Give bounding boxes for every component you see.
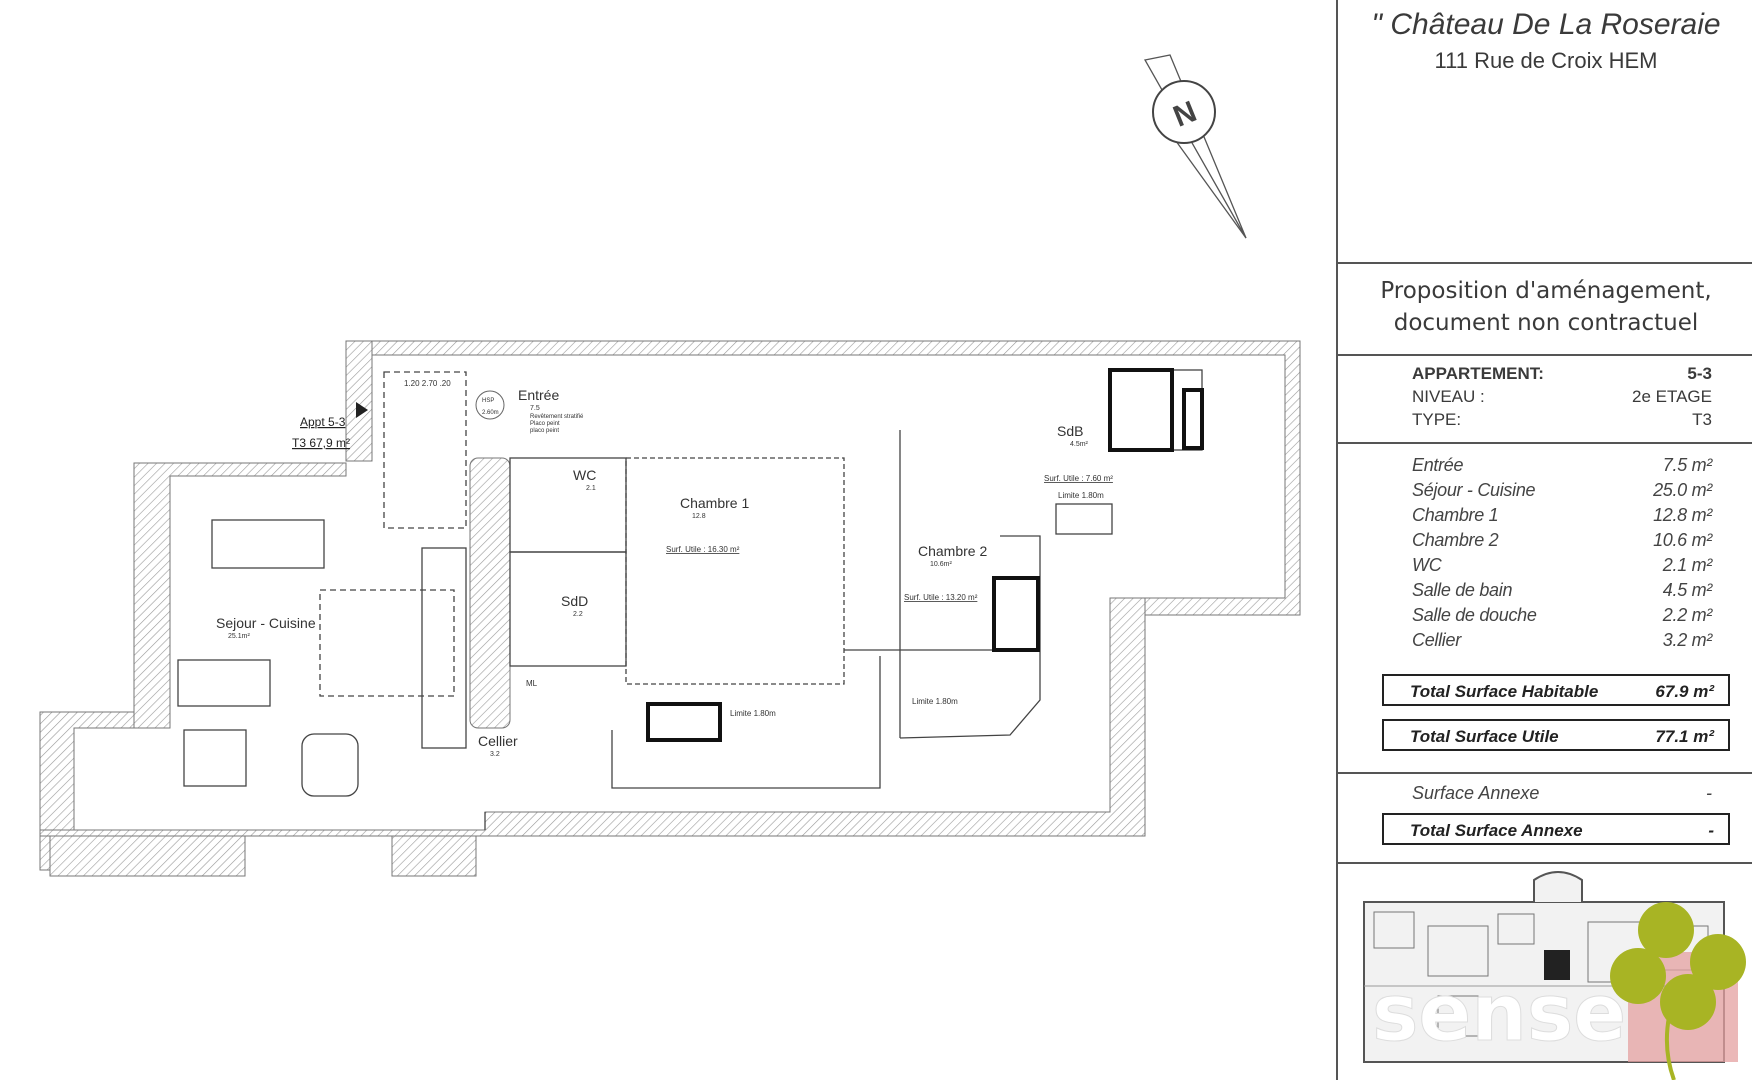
room-row: Salle de bain 4.5 m² <box>1412 580 1712 604</box>
room-area-cellier: 3.2 <box>490 751 500 758</box>
total-utile-box: Total Surface Utile 77.1 m² <box>1382 719 1730 751</box>
room-label-sejour: Sejour - Cuisine <box>216 615 316 631</box>
niveau-value: 2e ETAGE <box>1632 387 1712 406</box>
room-note: placo peint <box>530 428 559 434</box>
clover-logo-icon <box>1610 902 1746 1080</box>
floor-plan: N Entrée <box>39 54 1301 877</box>
room-area-chambre-1: 12.8 <box>692 513 706 520</box>
room-label-chambre-2: Chambre 2 <box>918 543 987 559</box>
north-arrow-icon: N <box>1143 54 1247 239</box>
hsp-label: HSP <box>482 398 494 404</box>
type-row: TYPE: T3 <box>1412 410 1712 432</box>
surface-annexe-label: Surface Annexe <box>1412 783 1540 803</box>
proposition-line-2: document non contractuel <box>1393 310 1699 336</box>
room-area-chambre-2: 10.6m² <box>930 561 952 568</box>
surface-annexe-row: Surface Annexe - <box>1412 783 1712 807</box>
separator <box>1338 442 1752 444</box>
room-row: Entrée 7.5 m² <box>1412 455 1712 479</box>
room-area-wc: 2.1 <box>586 485 596 492</box>
room-area: 3.2 m² <box>1662 630 1713 650</box>
room-row: Salle de douche 2.2 m² <box>1412 605 1712 629</box>
hsp-value: 2.60m <box>482 410 499 416</box>
separator <box>1338 262 1752 264</box>
separator <box>1338 772 1752 774</box>
room-surf-sdb: Surf. Utile : 7.60 m² <box>1044 474 1113 483</box>
room-area: 2.1 m² <box>1662 555 1713 575</box>
limit-label: Limite 1.80m <box>912 697 958 706</box>
room-name: Cellier <box>1412 630 1461 650</box>
room-row: WC 2.1 m² <box>1412 555 1712 579</box>
room-area: 12.8 m² <box>1653 505 1712 525</box>
room-name: Entrée <box>1412 455 1464 475</box>
logo-text: sense <box>1372 969 1626 1059</box>
room-area-sdb: 4.5m² <box>1070 441 1089 448</box>
room-name: Salle de bain <box>1412 580 1513 600</box>
dimension-label: 1.20 2.70 .20 <box>404 379 451 388</box>
room-surf-chambre-1: Surf. Utile : 16.30 m² <box>666 545 740 554</box>
room-name: Salle de douche <box>1412 605 1537 625</box>
hsp-marker <box>475 390 505 420</box>
niveau-row: NIVEAU : 2e ETAGE <box>1412 387 1712 409</box>
room-area-entree: 7.5 <box>530 405 540 412</box>
room-area: 2.2 m² <box>1662 605 1713 625</box>
room-row: Séjour - Cuisine 25.0 m² <box>1412 480 1712 504</box>
room-note: Revêtement stratifié <box>530 414 584 420</box>
logo-subtext: i m m o b i l i e r <box>1412 1062 1527 1078</box>
room-label-sdb: SdB <box>1057 423 1083 439</box>
project-address: 111 Rue de Croix HEM <box>1434 48 1658 73</box>
room-label-entree: Entrée <box>518 387 559 403</box>
total-utile-label: Total Surface Utile <box>1410 727 1559 746</box>
room-name: Chambre 1 <box>1412 505 1499 525</box>
appartement-row: APPARTEMENT: 5-3 <box>1412 364 1712 386</box>
total-annexe-label: Total Surface Annexe <box>1410 821 1583 840</box>
room-row: Chambre 2 10.6 m² <box>1412 530 1712 554</box>
room-surf-chambre-2: Surf. Utile : 13.20 m² <box>904 593 978 602</box>
proposition-line-1: Proposition d'aménagement, <box>1380 278 1712 304</box>
total-annexe-box: Total Surface Annexe - <box>1382 813 1730 845</box>
room-area: 25.0 m² <box>1653 480 1712 500</box>
ml-label: ML <box>526 679 538 688</box>
room-label-chambre-1: Chambre 1 <box>680 495 749 511</box>
appartement-label: APPARTEMENT: <box>1412 364 1544 383</box>
windows <box>646 368 1204 742</box>
type-value: T3 <box>1692 410 1712 429</box>
room-name: WC <box>1412 555 1442 575</box>
room-label-wc: WC <box>573 467 596 483</box>
room-area-sdd: 2.2 <box>573 611 583 618</box>
room-row: Cellier 3.2 m² <box>1412 630 1712 654</box>
room-row: Chambre 1 12.8 m² <box>1412 505 1712 529</box>
niveau-label: NIVEAU : <box>1412 387 1485 406</box>
separator <box>1338 862 1752 864</box>
total-habitable-label: Total Surface Habitable <box>1410 682 1599 701</box>
limit-label: Limite 1.80m <box>1058 491 1104 500</box>
walls <box>39 340 1301 877</box>
appartement-value: 5-3 <box>1687 364 1712 383</box>
room-name: Chambre 2 <box>1412 530 1499 550</box>
appt-label: Appt 5-3 <box>300 415 346 429</box>
room-area: 10.6 m² <box>1653 530 1712 550</box>
building-thumbnail: sense i m m o b i l i e r <box>1363 871 1746 1080</box>
total-utile-value: 77.1 m² <box>1655 727 1714 746</box>
limit-label: Limite 1.80m <box>730 709 776 718</box>
separator <box>1338 354 1752 356</box>
room-area-sejour: 25.1m² <box>228 633 250 640</box>
total-habitable-box: Total Surface Habitable 67.9 m² <box>1382 674 1730 706</box>
room-area: 7.5 m² <box>1662 455 1713 475</box>
room-label-cellier: Cellier <box>478 733 518 749</box>
appt-type-area: T3 67,9 m² <box>292 436 350 450</box>
surface-annexe-value: - <box>1706 783 1712 803</box>
info-panel: " Château De La Roseraie 111 Rue de Croi… <box>1336 0 1752 1080</box>
project-title: " Château De La Roseraie <box>1371 8 1721 41</box>
appt-tag: Appt 5-3 T3 67,9 m² <box>292 402 368 450</box>
total-annexe-value: - <box>1708 821 1714 840</box>
type-label: TYPE: <box>1412 410 1462 429</box>
room-name: Séjour - Cuisine <box>1412 480 1536 500</box>
room-area: 4.5 m² <box>1662 580 1713 600</box>
total-habitable-value: 67.9 m² <box>1655 682 1714 701</box>
room-label-sdd: SdD <box>561 593 588 609</box>
room-note: Placo peint <box>530 421 560 427</box>
